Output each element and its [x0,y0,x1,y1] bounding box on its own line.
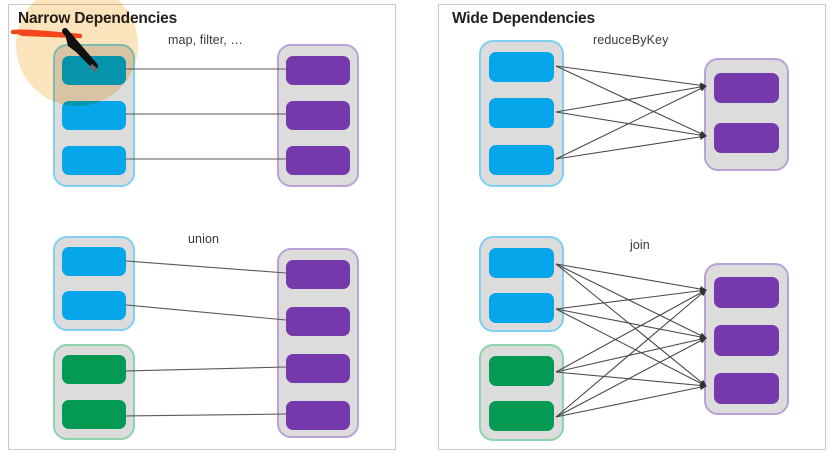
partition-purple [714,277,779,308]
rdd-target-purple-join [704,263,789,415]
partition-purple [286,401,350,430]
partition-blue [489,248,554,278]
partition-green [489,401,554,431]
partition-blue [62,291,126,320]
partition-green [489,356,554,386]
partition-purple [286,56,350,85]
partition-purple [714,123,779,153]
partition-blue [489,145,554,175]
partition-green [62,355,126,384]
partition-blue [62,146,126,175]
rdd-target-purple-union [277,248,359,438]
partition-purple [714,325,779,356]
partition-blue [489,52,554,82]
partition-purple [714,373,779,404]
partition-purple [714,73,779,103]
operation-label-map-filter: map, filter, … [168,33,244,47]
partition-blue [489,98,554,128]
panel-wide-title: Wide Dependencies [452,10,595,27]
pen-cursor-icon [62,28,98,72]
partition-purple [286,146,350,175]
operation-label-reducebykey: reduceByKey [593,33,669,47]
rdd-target-purple-map-filter [277,44,359,187]
rdd-source-blue-union [53,236,135,331]
operation-label-join: join [630,238,650,252]
partition-purple [286,260,350,289]
partition-purple [286,354,350,383]
partition-green [62,400,126,429]
partition-purple [286,307,350,336]
partition-purple [286,101,350,130]
operation-label-union: union [188,232,220,246]
rdd-source-green-union [53,344,135,440]
partition-blue [489,293,554,323]
partition-blue [62,247,126,276]
rdd-source-green-join [479,344,564,441]
